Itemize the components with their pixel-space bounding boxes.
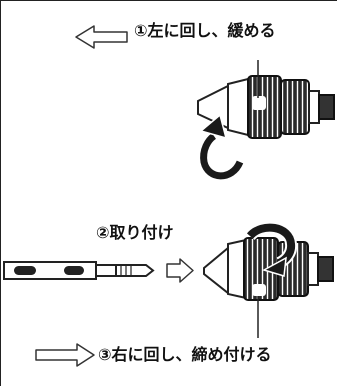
- drill-bit: [3, 261, 155, 280]
- loosen-direction-arrow-icon: [75, 25, 128, 49]
- step2-attach-label: ②取り付け: [96, 223, 174, 242]
- counterclockwise-rotate-arrow-icon: [198, 113, 246, 182]
- step1-loosen-label: ①左に回し、緩める: [134, 21, 276, 40]
- clockwise-rotate-arrow-icon: [245, 221, 298, 277]
- insert-direction-arrow-icon: [166, 258, 194, 283]
- step3-tighten-label: ③右に回し、締め付ける: [98, 345, 272, 364]
- tighten-direction-arrow-icon: [35, 343, 95, 367]
- upper-drill-chuck: [197, 75, 335, 139]
